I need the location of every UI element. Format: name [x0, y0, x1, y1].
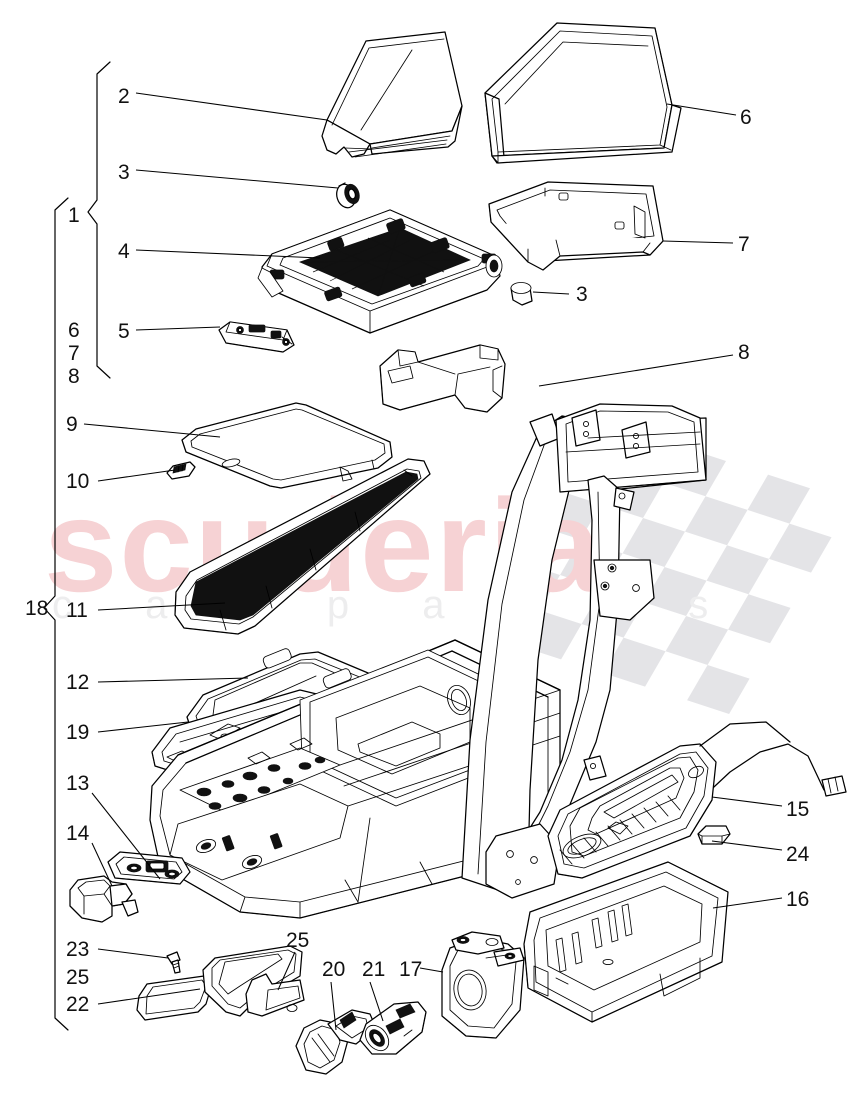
part-15-gear-shift-surround — [547, 721, 791, 879]
callout-label-13: 13 — [66, 772, 90, 795]
callout-label-20: 20 — [322, 958, 346, 981]
part-2-armrest-lid-cover — [321, 31, 463, 158]
part-3a-bushing-pin — [336, 182, 360, 209]
part-16-storage-box — [523, 861, 729, 1023]
part-3b-bushing-pin — [510, 282, 533, 306]
bracket-group-1 — [87, 61, 111, 379]
callout-label-8: 8 — [738, 341, 750, 364]
callout-label-11: 11 — [66, 599, 88, 622]
callout-label-4: 4 — [118, 240, 130, 263]
part-8-support-bracket — [379, 344, 506, 413]
console-side-panel — [461, 403, 847, 899]
callout-label-2: 2 — [118, 85, 130, 108]
callout-label-25a: 25 — [66, 966, 90, 989]
bracket-label-18: 18 — [25, 597, 49, 620]
part-21-socket-barrel — [359, 1001, 427, 1055]
callout-label-6: 6 — [740, 106, 752, 129]
group-member-7: 7 — [68, 342, 80, 365]
part-5-hinge-bracket — [218, 321, 295, 353]
callout-label-3a: 3 — [118, 161, 130, 184]
callout-label-19: 19 — [66, 721, 90, 744]
callout-label-17: 17 — [399, 958, 423, 981]
callout-label-3b: 3 — [576, 283, 588, 306]
group-member-6: 6 — [68, 319, 80, 342]
callout-label-9: 9 — [66, 413, 78, 436]
part-9-compartment-lid — [181, 402, 393, 489]
callout-label-24: 24 — [786, 843, 810, 866]
bracket-label-1: 1 — [68, 204, 80, 227]
bracket-group-18 — [43, 197, 69, 1031]
part-14-end-bracket — [69, 875, 139, 923]
part-4-armrest-frame-lattice — [257, 209, 503, 334]
part-11-trim-frame-seal — [174, 458, 431, 635]
callout-label-5: 5 — [118, 320, 130, 343]
part-17-mounting-bracket — [441, 931, 525, 1039]
callout-label-12: 12 — [66, 671, 90, 694]
group-member-8: 8 — [68, 365, 80, 388]
callout-label-10: 10 — [66, 470, 90, 493]
part-23-screw — [166, 951, 181, 974]
part-6-rear-armrest-cover — [484, 22, 682, 164]
callout-label-16: 16 — [786, 888, 810, 911]
callout-label-14: 14 — [66, 822, 90, 845]
part-22-trim-blade — [136, 975, 213, 1021]
callout-label-22: 22 — [66, 993, 90, 1016]
part-24-spacer-block — [697, 825, 731, 845]
part-13-trim-strip — [107, 851, 191, 885]
callout-label-23: 23 — [66, 938, 90, 961]
callout-label-7: 7 — [738, 233, 750, 256]
part-7-rear-armrest-panel — [488, 181, 664, 271]
leader-lines — [83, 92, 783, 1031]
callout-label-21: 21 — [362, 958, 386, 981]
part-10-clip — [166, 461, 196, 480]
part-25b-cover-panel — [202, 945, 305, 1017]
callout-label-15: 15 — [786, 798, 810, 821]
callout-label-25b: 25 — [286, 929, 310, 952]
part-20-cigarette-lighter-knob — [295, 1009, 377, 1075]
